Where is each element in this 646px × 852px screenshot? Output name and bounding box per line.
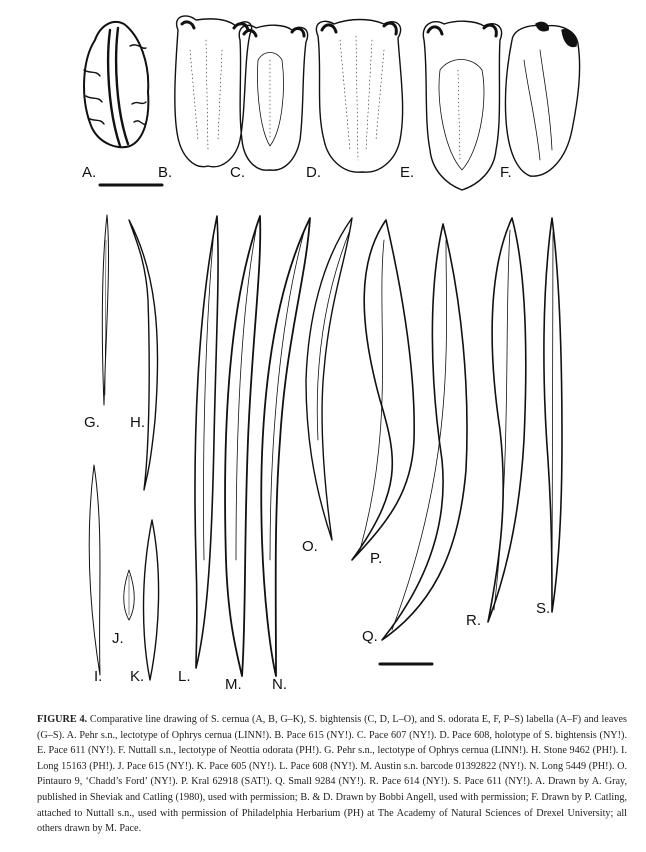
panel-label-k: K. [130,668,144,685]
leaf-s-drawing [543,217,563,613]
caption-text: Comparative line drawing of S. cernua (A… [37,714,627,835]
leaf-n-drawing [260,217,311,677]
leaf-m-drawing [224,215,262,677]
panel-label-m: M. [225,676,242,693]
labellum-a-drawing [83,21,150,149]
panel-label-s: S. [536,600,550,617]
leaf-h-drawing [128,219,159,491]
panel-label-h: H. [130,414,145,431]
leaf-g-drawing [101,214,110,406]
panel-label-r: R. [466,612,481,629]
panel-label-f: F. [500,164,512,181]
labellum-d-drawing [315,18,404,173]
leaf-q-drawing [381,223,468,641]
leaf-p-drawing [351,219,415,561]
leaf-k-drawing [142,519,160,681]
leaf-i-drawing [88,464,101,676]
figure-caption: FIGURE 4. Comparative line drawing of S.… [37,712,627,837]
labellum-b-drawing [174,15,253,168]
leaf-r-drawing [487,217,527,623]
panel-label-n: N. [272,676,287,693]
labellum-e-drawing [422,20,503,191]
labellum-c-drawing [238,24,309,171]
panel-labels: A. B. C. D. E. F. G. H. I. J. K. L. M. N… [82,164,550,693]
panel-label-j: J. [112,630,124,647]
panel-label-a: A. [82,164,96,181]
panel-label-p: P. [370,550,382,567]
panel-label-c: C. [230,164,245,181]
panel-label-e: E. [400,164,414,181]
panel-label-g: G. [84,414,100,431]
leaf-l-drawing [194,215,219,669]
panel-label-o: O. [302,538,318,555]
labellum-f-drawing [504,21,581,177]
leaf-j-drawing [123,569,135,621]
leaf-o-drawing [305,217,353,541]
panel-label-l: L. [178,668,191,685]
panel-label-i: I. [94,668,102,685]
panel-label-b: B. [158,164,172,181]
panel-label-q: Q. [362,628,378,645]
panel-label-d: D. [306,164,321,181]
figure-illustration: A. B. C. D. E. F. G. H. I. J. K. L. M. N… [82,15,581,693]
caption-label: FIGURE 4. [37,714,88,725]
